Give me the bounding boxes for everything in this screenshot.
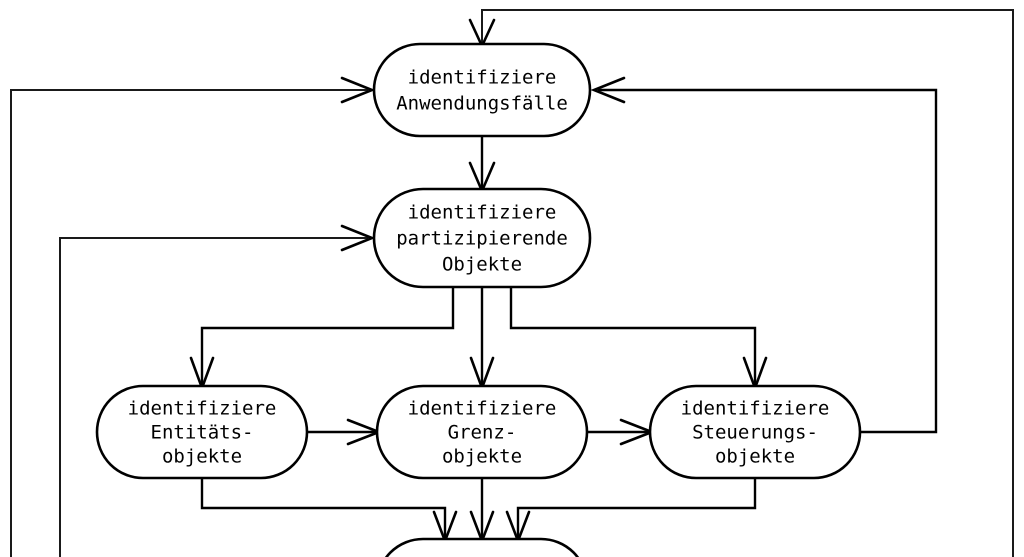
node-partizipierende-objekte-line1: identifiziere — [408, 202, 557, 224]
node-partizipierende-objekte-line3: Objekte — [442, 254, 522, 276]
node-partizipierende-objekte-shape — [372, 187, 592, 289]
edge-partizipierende-to-steuerungs — [509, 287, 757, 386]
arrowhead-into-anwendungsfaelle-right — [590, 76, 626, 104]
node-grenzobjekte[interactable]: identifiziere Grenz- objekte — [375, 384, 589, 480]
node-anwendungsfaelle-line1: identifiziere — [408, 67, 557, 89]
node-entitaetsobjekte-shape — [95, 384, 309, 480]
arrowhead-into-partizipierende-left — [340, 224, 376, 252]
node-bottom-partial[interactable] — [377, 537, 587, 557]
node-anwendungsfaelle[interactable]: identifiziere Anwendungsfälle — [372, 42, 592, 138]
edge-top-outer-loop — [481, 9, 1014, 557]
edge-steuerungs-to-bottom — [516, 478, 757, 539]
node-anwendungsfaelle-shape — [372, 42, 592, 138]
node-grenzobjekte-line3: objekte — [442, 446, 522, 468]
node-bottom-partial-shape — [384, 537, 580, 557]
edge-partizipierende-to-entitaets — [200, 287, 455, 386]
node-partizipierende-objekte[interactable]: identifiziere partizipierende Objekte — [372, 187, 592, 289]
node-grenzobjekte-line2: Grenz- — [448, 422, 517, 444]
edge-left-return-node1 — [10, 89, 368, 557]
node-entitaetsobjekte[interactable]: identifiziere Entitäts- objekte — [95, 384, 309, 480]
edge-steuerungs-to-anwendungsfaelle — [598, 88, 938, 434]
node-partizipierende-objekte-line2: partizipierende — [396, 228, 568, 250]
node-entitaetsobjekte-line1: identifiziere — [128, 398, 277, 420]
node-entitaetsobjekte-line3: objekte — [162, 446, 242, 468]
node-steuerungsobjekte[interactable]: identifiziere Steuerungs- objekte — [648, 384, 862, 480]
edge-left-return-node2 — [59, 237, 368, 557]
node-anwendungsfaelle-line2: Anwendungsfälle — [396, 93, 568, 115]
edge-entitaets-to-bottom — [200, 478, 447, 539]
node-steuerungsobjekte-shape — [648, 384, 862, 480]
node-steuerungsobjekte-line1: identifiziere — [681, 398, 830, 420]
node-entitaetsobjekte-line2: Entitäts- — [151, 422, 254, 444]
node-steuerungsobjekte-line2: Steuerungs- — [692, 422, 818, 444]
node-grenzobjekte-shape — [375, 384, 589, 480]
arrowhead-into-anwendungsfaelle-left — [340, 76, 376, 104]
edge-layer — [10, 9, 1014, 557]
node-steuerungsobjekte-line3: objekte — [715, 446, 795, 468]
node-grenzobjekte-line1: identifiziere — [408, 398, 557, 420]
